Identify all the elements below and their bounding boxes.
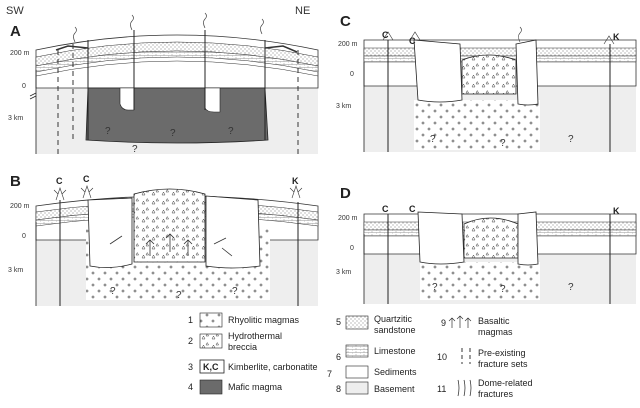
legend-label: Quartzitic [374, 314, 413, 324]
basaltic-magma-arrows [109, 233, 233, 257]
tick-0: 0 [350, 71, 354, 78]
tick-200m: 200 m [10, 203, 30, 210]
tick-0: 0 [350, 245, 354, 252]
legend-swatch-mafic [199, 379, 223, 395]
legend-num: 7 [327, 369, 332, 379]
panel-a-label: A [10, 23, 21, 40]
legend-label: sandstone [374, 325, 416, 335]
legend-label: Hydrothermal [228, 331, 282, 341]
legend-swatch-limestone [345, 344, 369, 358]
legend-label: Dome-related [478, 378, 533, 388]
unknown-mark: ? [110, 286, 116, 297]
panel-b: B C C K 200 m 0 3 km ? ? ? [8, 173, 319, 306]
legend-swatch-breccia [199, 333, 223, 349]
unknown-mark: ? [568, 134, 574, 145]
legend-label: magmas [478, 327, 513, 337]
legend-label: Basement [374, 384, 415, 394]
tick-0: 0 [22, 83, 26, 90]
panel-c-label: C [340, 13, 351, 30]
legend-num: 3 [188, 362, 193, 372]
vent-c: C [382, 204, 389, 214]
legend-swatch-sediments [345, 365, 369, 379]
panel-d: D C C K 200 m 0 3 km ? ? ? [336, 185, 637, 304]
legend: 1 Rhyolitic magmas 2 Hydrothermal brecci… [188, 312, 533, 399]
panel-d-label: D [340, 185, 351, 202]
legend-num: 9 [441, 318, 446, 328]
vent-c: C [83, 174, 90, 184]
legend-label: breccia [228, 342, 257, 352]
legend-num: 8 [336, 384, 341, 394]
unknown-mark: ? [170, 128, 176, 139]
unknown-mark: ? [176, 290, 182, 301]
vent-c: C [409, 36, 416, 46]
legend-swatch-preexisting-fractures [461, 348, 471, 364]
legend-swatch-rhyolitic [199, 312, 223, 328]
legend-num: 6 [336, 352, 341, 362]
tick-200m: 200 m [338, 41, 358, 48]
ne-label: NE [295, 5, 310, 17]
tick-3km: 3 km [8, 267, 23, 274]
vent-c: C [409, 204, 416, 214]
volcanic-plumes [73, 12, 264, 43]
tick-0: 0 [22, 233, 26, 240]
legend-label: Basaltic [478, 316, 510, 326]
vent-k: K [613, 32, 620, 42]
limestone-layer [35, 50, 319, 73]
legend-swatch-kimberlite [199, 359, 225, 374]
vent-markers [53, 185, 303, 201]
panel-c: C C C K 200 m 0 3 km ? ? ? [336, 13, 637, 152]
legend-swatch-basaltic [448, 315, 472, 328]
tick-200m: 200 m [10, 50, 30, 57]
unknown-mark: ? [232, 286, 238, 297]
legend-swatch-basement [345, 381, 369, 395]
unknown-mark: ? [105, 126, 111, 137]
panel-b-label: B [10, 173, 21, 190]
legend-label: Limestone [374, 346, 416, 356]
legend-swatch-dome-fractures [457, 379, 472, 397]
unknown-mark: ? [500, 284, 506, 295]
tick-3km: 3 km [336, 103, 351, 110]
legend-label: Mafic magma [228, 382, 282, 392]
unknown-mark: ? [132, 144, 138, 155]
sw-label: SW [6, 5, 24, 17]
unknown-mark: ? [430, 134, 436, 145]
legend-label: Rhyolitic magmas [228, 315, 300, 325]
legend-num: 4 [188, 382, 193, 392]
legend-label: Pre-existing [478, 348, 526, 358]
unknown-mark: ? [568, 282, 574, 293]
legend-label: Kimberlite, carbonatite [228, 362, 318, 372]
legend-num: 11 [437, 384, 446, 394]
legend-label: fracture sets [478, 359, 528, 369]
legend-num: 10 [437, 352, 447, 362]
unknown-mark: ? [432, 282, 438, 293]
vent-k: K [613, 206, 620, 216]
legend-label: fractures [478, 389, 514, 399]
legend-num: 5 [336, 317, 341, 327]
legend-num: 2 [188, 336, 193, 346]
legend-box-label: K,C [203, 362, 219, 372]
legend-label: Sediments [374, 367, 417, 377]
tick-200m: 200 m [338, 215, 358, 222]
panel-a: A 200 m 0 3 km ? ? ? ? [8, 12, 319, 155]
unknown-mark: ? [500, 138, 506, 149]
legend-swatch-sandstone [345, 315, 369, 330]
tick-3km: 3 km [336, 269, 351, 276]
mafic-magma-body [85, 87, 269, 144]
legend-num: 1 [188, 315, 193, 325]
vent-k: K [292, 176, 299, 186]
tick-3km: 3 km [8, 115, 23, 122]
unknown-mark: ? [228, 126, 234, 137]
vent-c: C [382, 30, 389, 40]
vent-c: C [56, 176, 63, 186]
